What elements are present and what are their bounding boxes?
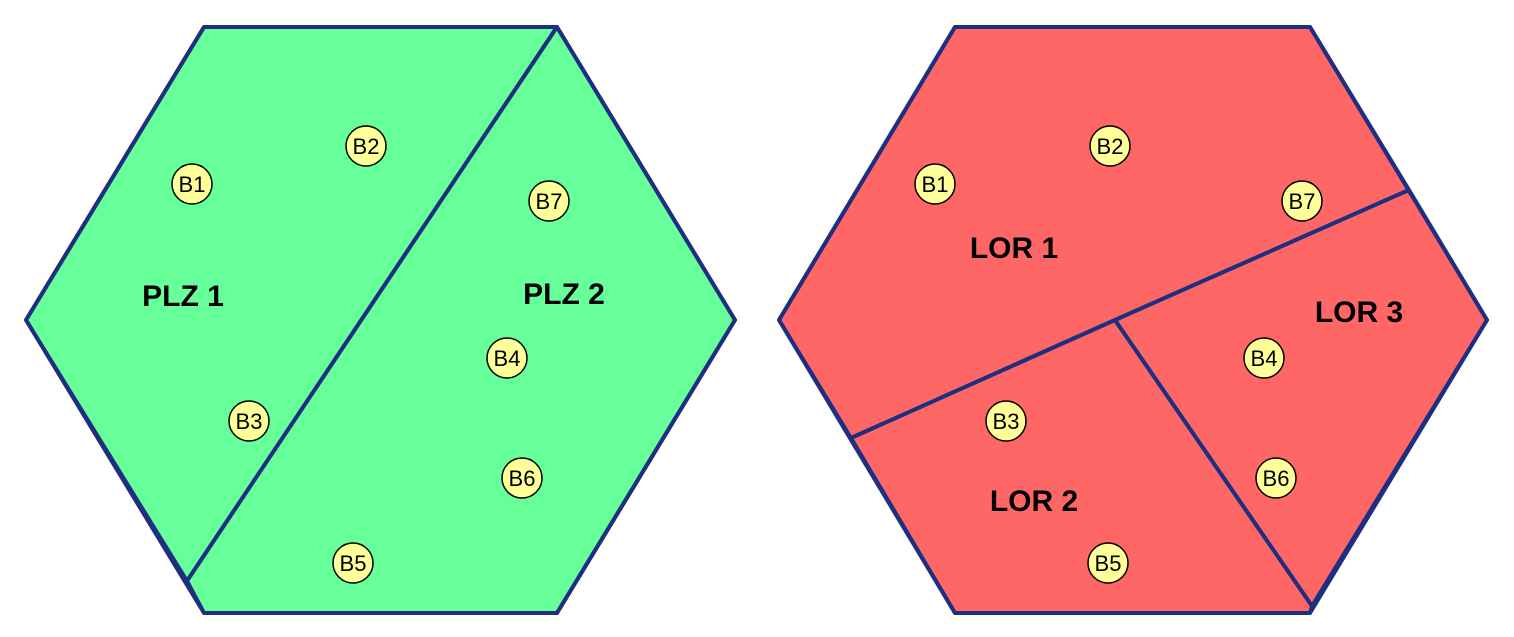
lor-marker-b4: B4 (1243, 337, 1285, 379)
svg-text:B6: B6 (509, 466, 536, 491)
svg-text:B4: B4 (1251, 346, 1278, 371)
lor-marker-b5: B5 (1087, 542, 1129, 584)
svg-text:B6: B6 (1263, 466, 1290, 491)
plz-region-1-label: PLZ 1 (142, 280, 224, 313)
svg-text:B4: B4 (494, 346, 521, 371)
svg-text:B2: B2 (1097, 134, 1124, 159)
svg-text:B1: B1 (179, 172, 206, 197)
svg-text:B1: B1 (922, 172, 949, 197)
svg-text:B3: B3 (236, 409, 263, 434)
plz-region-2-label: PLZ 2 (523, 278, 605, 311)
plz-marker-b6: B6 (501, 457, 543, 499)
plz-marker-b3: B3 (228, 400, 270, 442)
lor-hexagon-group: LOR 1 LOR 2 LOR 3 B1 B2 B3 B4 B5 B6 (777, 25, 1489, 615)
lor-marker-b2: B2 (1089, 125, 1131, 167)
lor-marker-b1: B1 (914, 163, 956, 205)
lor-region-3-label: LOR 3 (1315, 296, 1403, 329)
svg-text:B7: B7 (1289, 189, 1316, 214)
svg-text:B3: B3 (993, 409, 1020, 434)
plz-marker-b4: B4 (486, 337, 528, 379)
plz-marker-b7: B7 (528, 180, 570, 222)
lor-region-2-label: LOR 2 (990, 485, 1078, 518)
svg-text:B2: B2 (353, 134, 380, 159)
svg-text:B7: B7 (536, 189, 563, 214)
lor-region-1-label: LOR 1 (970, 232, 1058, 265)
plz-hexagon-group: PLZ 1 PLZ 2 B1 B2 B3 B4 B5 B6 B7 (24, 25, 737, 615)
lor-hexagon-outline (777, 25, 1489, 615)
svg-text:B5: B5 (340, 551, 367, 576)
plz-marker-b2: B2 (345, 125, 387, 167)
plz-marker-b5: B5 (332, 542, 374, 584)
lor-marker-b7: B7 (1281, 180, 1323, 222)
svg-text:B5: B5 (1095, 551, 1122, 576)
lor-marker-b6: B6 (1255, 457, 1297, 499)
plz-hexagon-outline (24, 25, 737, 615)
plz-marker-b1: B1 (171, 163, 213, 205)
lor-marker-b3: B3 (985, 400, 1027, 442)
